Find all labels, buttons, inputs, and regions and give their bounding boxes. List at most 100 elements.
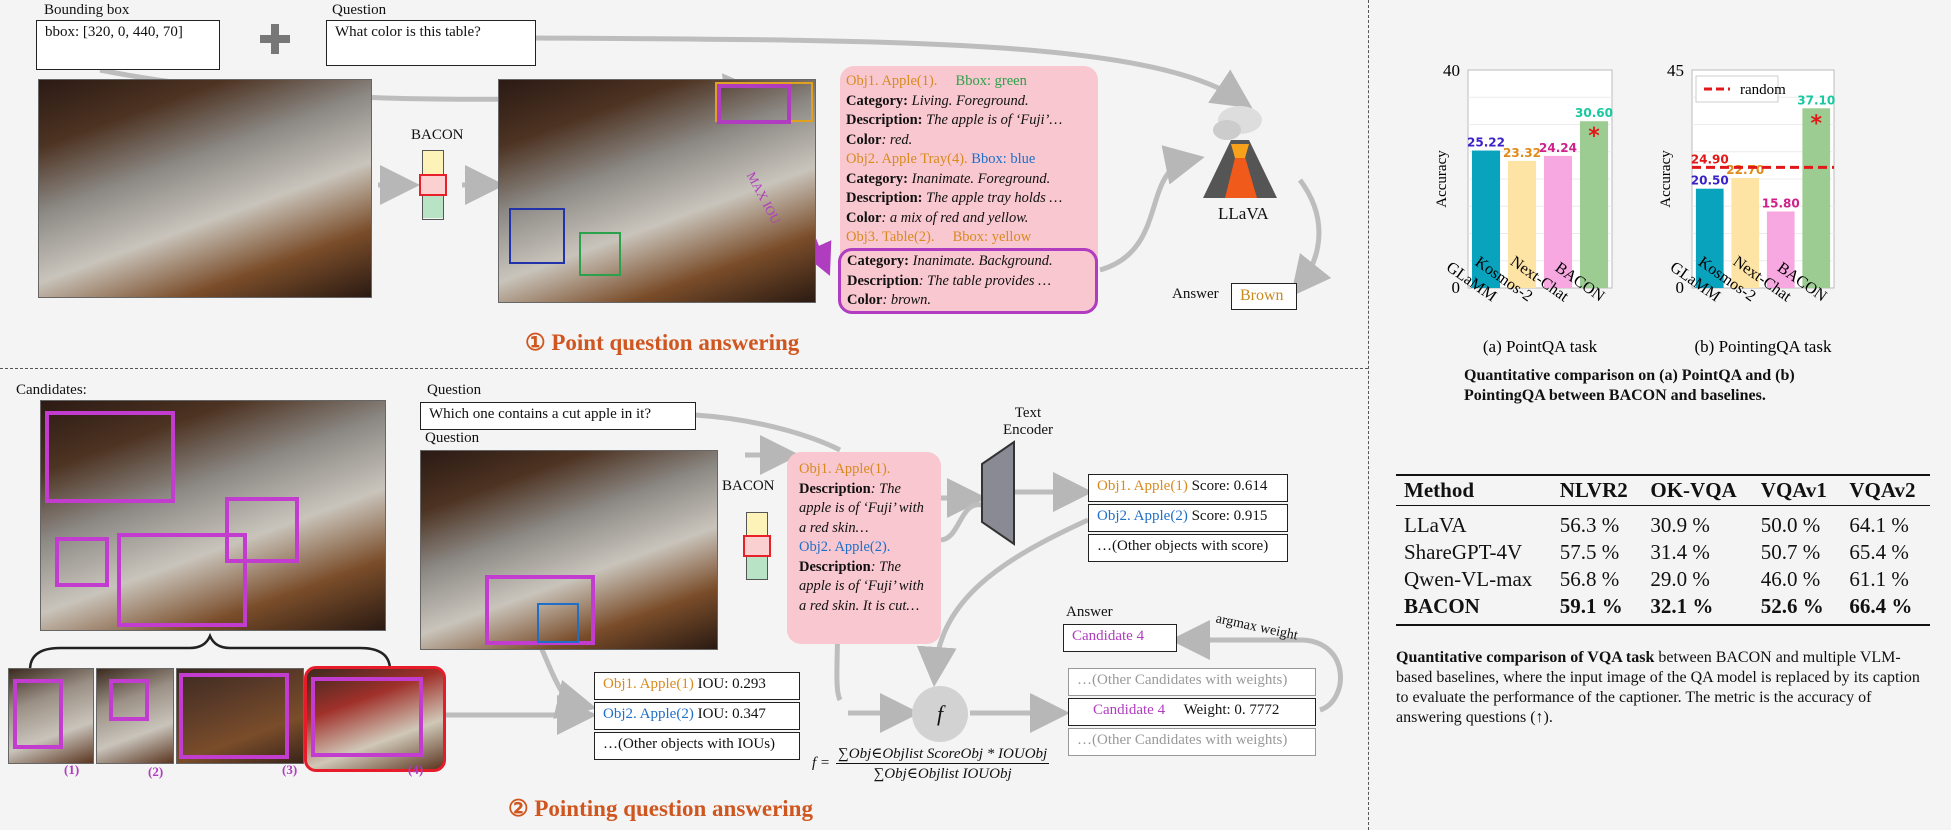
obj3-cat: Inanimate. Background. [912, 253, 1053, 269]
obj2-desc: The apple tray holds … [926, 190, 1063, 206]
obj2-color: : a mix of red and yellow. [881, 209, 1029, 226]
bottom-object-card: Obj1. Apple(1). Description: The apple i… [787, 452, 941, 644]
question-label-bottom-2: Question [425, 430, 480, 446]
max-iou-label: MAX IOU [743, 169, 784, 227]
iou-table: Obj1. Apple(1) IOU: 0.293 Obj2. Apple(2)… [594, 672, 800, 760]
question-box: What color is this table? [326, 20, 536, 66]
chart-caption: (b) PointingQA task [1695, 337, 1832, 356]
vqa-cell: 56.8 % [1559, 567, 1620, 591]
pointing-box [485, 575, 595, 645]
obj1-desc: The apple is of ‘Fuji’… [926, 112, 1063, 128]
pointing-image [420, 450, 718, 650]
candidate-box-3 [45, 411, 175, 503]
legend-label: random [1740, 82, 1786, 98]
candidates-label: Candidates: [16, 382, 87, 398]
f-symbol: f [936, 701, 944, 726]
weights-row-1: …(Other Candidates with weights) [1068, 668, 1316, 696]
formula-denominator: ∑Obj∈Objlist IOUObj [873, 766, 1012, 782]
bacon-label-top: BACON [411, 127, 464, 143]
answer-label-top: Answer [1172, 286, 1219, 302]
obj3-color-key: Color [847, 292, 883, 308]
question-box-bottom: Which one contains a cut apple in it? [420, 402, 696, 430]
obj3-color: : brown. [882, 292, 932, 308]
formula-numerator: ∑Obj∈Objlist ScoreObj * IOUObj [836, 746, 1050, 764]
obj1-desc-key: Description: [846, 112, 923, 128]
obj2-color-key: Color [846, 209, 882, 226]
bar-value-label: 30.60 [1575, 106, 1613, 120]
candidate-label-1: (1) [64, 762, 80, 777]
candidate-crop-4 [304, 666, 446, 772]
vqa-cell: 64.1 % [1849, 513, 1909, 537]
vqa-cell: 31.4 % [1650, 540, 1710, 564]
text-encoder-icon [981, 440, 1015, 546]
candidate-box-4 [117, 533, 247, 627]
b-obj2-desc-key: Description [799, 558, 871, 575]
y-tick-label: 0 [1452, 278, 1461, 297]
vqa-header-row: Method NLVR2 OK-VQA VQAv1 VQAv2 [1396, 475, 1930, 506]
vqa-header-okvqa: OK-VQA [1650, 478, 1737, 502]
volcano-icon [1195, 100, 1285, 200]
answer-value-bottom: Candidate 4 [1063, 624, 1177, 652]
vertical-divider [1368, 0, 1369, 830]
significance-star: * [1810, 111, 1822, 136]
candidate-label-3: (3) [282, 762, 298, 777]
bar-kosmos-2 [1507, 160, 1537, 288]
score-row-1: Obj1. Apple(1) Score: 0.614 [1088, 474, 1288, 502]
obj1-bbox: Bbox: green [955, 73, 1027, 89]
vqa-cell: 46.0 % [1760, 567, 1821, 591]
bar-next-chat [1543, 155, 1573, 288]
vqa-cell: 65.4 % [1849, 540, 1909, 564]
y-axis-label: Accuracy [1658, 150, 1674, 208]
candidate-crop-2 [96, 668, 174, 764]
candidate-box-2 [55, 537, 109, 587]
bar-value-label: 22.70 [1726, 163, 1764, 177]
obj2-name: Obj2. Apple Tray(4). [846, 151, 968, 167]
answer-value-top: Brown [1231, 283, 1297, 310]
plus-icon [260, 24, 290, 54]
vqa-cell: Qwen-VL-max [1404, 567, 1533, 591]
b-obj2-desc: : The apple is of ‘Fuji’ with a red skin… [799, 558, 924, 614]
chart-caption: (a) PointQA task [1483, 337, 1598, 356]
obj3-cat-key: Category: [847, 253, 910, 269]
score-row-2: Obj2. Apple(2) Score: 0.915 [1088, 504, 1288, 532]
charts-caption-line2: PointingQA between BACON and baselines. [1464, 387, 1766, 404]
charts-caption: Quantitative comparison on (a) PointQA a… [1464, 366, 1894, 406]
vqa-header-nlvr2: NLVR2 [1559, 478, 1628, 502]
bar-value-label: 15.80 [1762, 196, 1800, 210]
vqa-cell: ShareGPT-4V [1404, 540, 1523, 564]
formula: f = ∑Obj∈Objlist ScoreObj * IOUObj ∑Obj∈… [812, 744, 1050, 783]
bacon-icon-top [419, 150, 447, 220]
text-encoder-label: Text Encoder [1003, 405, 1053, 438]
bar-value-label: 23.32 [1503, 146, 1541, 160]
grounded-image: MAX IOU [498, 79, 816, 303]
table-row: BACON 59.1 % 32.1 % 52.6 % 66.4 % [1396, 593, 1930, 625]
obj2-bbox: Bbox: blue [971, 151, 1036, 167]
obj1-cat-key: Category: [846, 92, 909, 109]
vqa-cell: BACON [1404, 594, 1480, 618]
vqa-table: Method NLVR2 OK-VQA VQAv1 VQAv2 LLaVA 56… [1396, 474, 1930, 626]
bar-value-label: 25.22 [1467, 136, 1505, 150]
vqa-header-vqav1: VQAv1 [1760, 478, 1827, 502]
obj2-desc-key: Description: [846, 190, 923, 206]
weights-table: …(Other Candidates with weights) Candida… [1068, 668, 1316, 756]
vqa-cell: 52.6 % [1760, 594, 1824, 618]
vqa-cell: LLaVA [1404, 513, 1467, 537]
input-image [38, 79, 372, 298]
b-obj2-name: Obj2. Apple(2). [799, 539, 891, 555]
answer-label-bottom: Answer [1066, 604, 1113, 620]
bar-bacon [1802, 108, 1831, 288]
obj2-cat: Inanimate. Foreground. [911, 170, 1051, 187]
vqa-cell: 61.1 % [1849, 567, 1909, 591]
y-axis-label: Accuracy [1434, 150, 1450, 208]
vqa-cell: 66.4 % [1849, 594, 1913, 618]
table-row: ShareGPT-4V 57.5 % 31.4 % 50.7 % 65.4 % [1396, 539, 1930, 566]
bar-kosmos-2 [1731, 178, 1760, 288]
obj1-color: : red. [881, 131, 913, 148]
bar-value-label: 20.50 [1691, 174, 1729, 188]
candidate-box-1 [225, 497, 299, 563]
y-tick-label: 45 [1667, 61, 1684, 80]
charts-caption-line1: Quantitative comparison on (a) PointQA a… [1464, 367, 1795, 384]
vqa-cell: 30.9 % [1650, 513, 1710, 537]
vqa-caption-bold: Quantitative comparison of VQA task [1396, 649, 1655, 666]
vqa-cell: 56.3 % [1559, 513, 1620, 537]
